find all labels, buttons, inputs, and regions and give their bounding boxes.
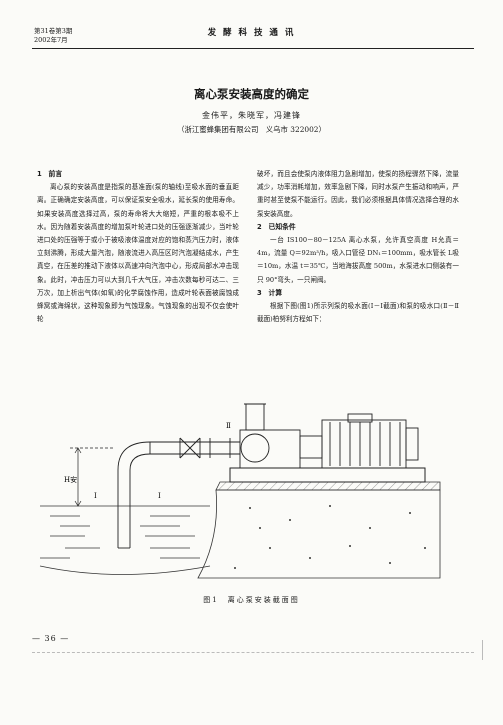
section-3-paragraph-1: 根据下图(图1)所示列泵的吸水面(Ⅰ－Ⅰ截面)和泵的吸水口(Ⅱ－Ⅱ截面)柏努利方… <box>257 302 459 324</box>
section-1-paragraph-1: 离心泵的安装高度是指泵的基准面(泵的轴线)至吸水面的垂直距离。正确确定安装高度，… <box>37 183 239 324</box>
section-3-heading: 3 计算 <box>257 288 283 297</box>
label-section-i: Ⅰ <box>94 492 97 500</box>
article-title: 离心泵安装高度的确定 <box>194 87 309 101</box>
header-issue: 第31卷第3期 2002年7月 <box>34 27 72 45</box>
header-volume: 第31卷第3期 <box>34 27 73 35</box>
suction-pipe <box>149 437 240 459</box>
page-edge-mark <box>482 640 484 660</box>
page-number: — 36 — <box>32 634 70 643</box>
label-section-ii: Ⅱ <box>226 422 231 430</box>
section-2-paragraph-1: 一台 IS100－80－125A 离心水泵，允许真空高度 H允真＝4m，流量 Q… <box>257 236 459 284</box>
header-date: 2002年7月 <box>34 36 68 44</box>
section-1-heading: 1 前言 <box>37 170 63 178</box>
water-pool <box>39 505 211 575</box>
article-affiliation: （浙江蜜蜂集团有限公司 义乌市 322002） <box>177 125 326 134</box>
label-hs: H安 <box>64 475 77 484</box>
motor <box>321 413 419 469</box>
section-2-heading: 2 已知条件 <box>257 222 296 231</box>
height-dimension <box>70 447 115 507</box>
ground-foundation <box>197 481 441 579</box>
header-rule <box>32 48 474 49</box>
body-column-left: 1 前言 离心泵的安装高度是指泵的基准面(泵的轴线)至吸水面的垂直距离。正确确定… <box>37 168 239 326</box>
section-1-paragraph-2: 破坏，而且会使泵内液体阻力急剧增加，使泵的扬程骤然下降，流量减少，功率消耗增加，… <box>257 170 459 218</box>
footer-rule <box>32 652 474 653</box>
article-authors: 金伟平，朱晓军，冯建锋 <box>202 111 301 120</box>
label-section-i-right: Ⅰ <box>158 492 161 500</box>
base-plate <box>229 467 426 483</box>
pump-installation-figure: H安 Ⅰ Ⅰ Ⅱ <box>39 403 441 579</box>
header-journal: 发 酵 科 技 通 讯 <box>207 28 296 38</box>
coupling <box>299 435 323 459</box>
body-column-right: 破坏，而且会使泵内液体阻力急剧增加，使泵的扬程骤然下降，流量减少，功率消耗增加，… <box>257 168 459 326</box>
suction-elbow-vertical-pipe <box>117 441 151 549</box>
pump-body <box>239 403 301 469</box>
figure-caption: 图1 离心泵安装截面图 <box>203 596 300 604</box>
